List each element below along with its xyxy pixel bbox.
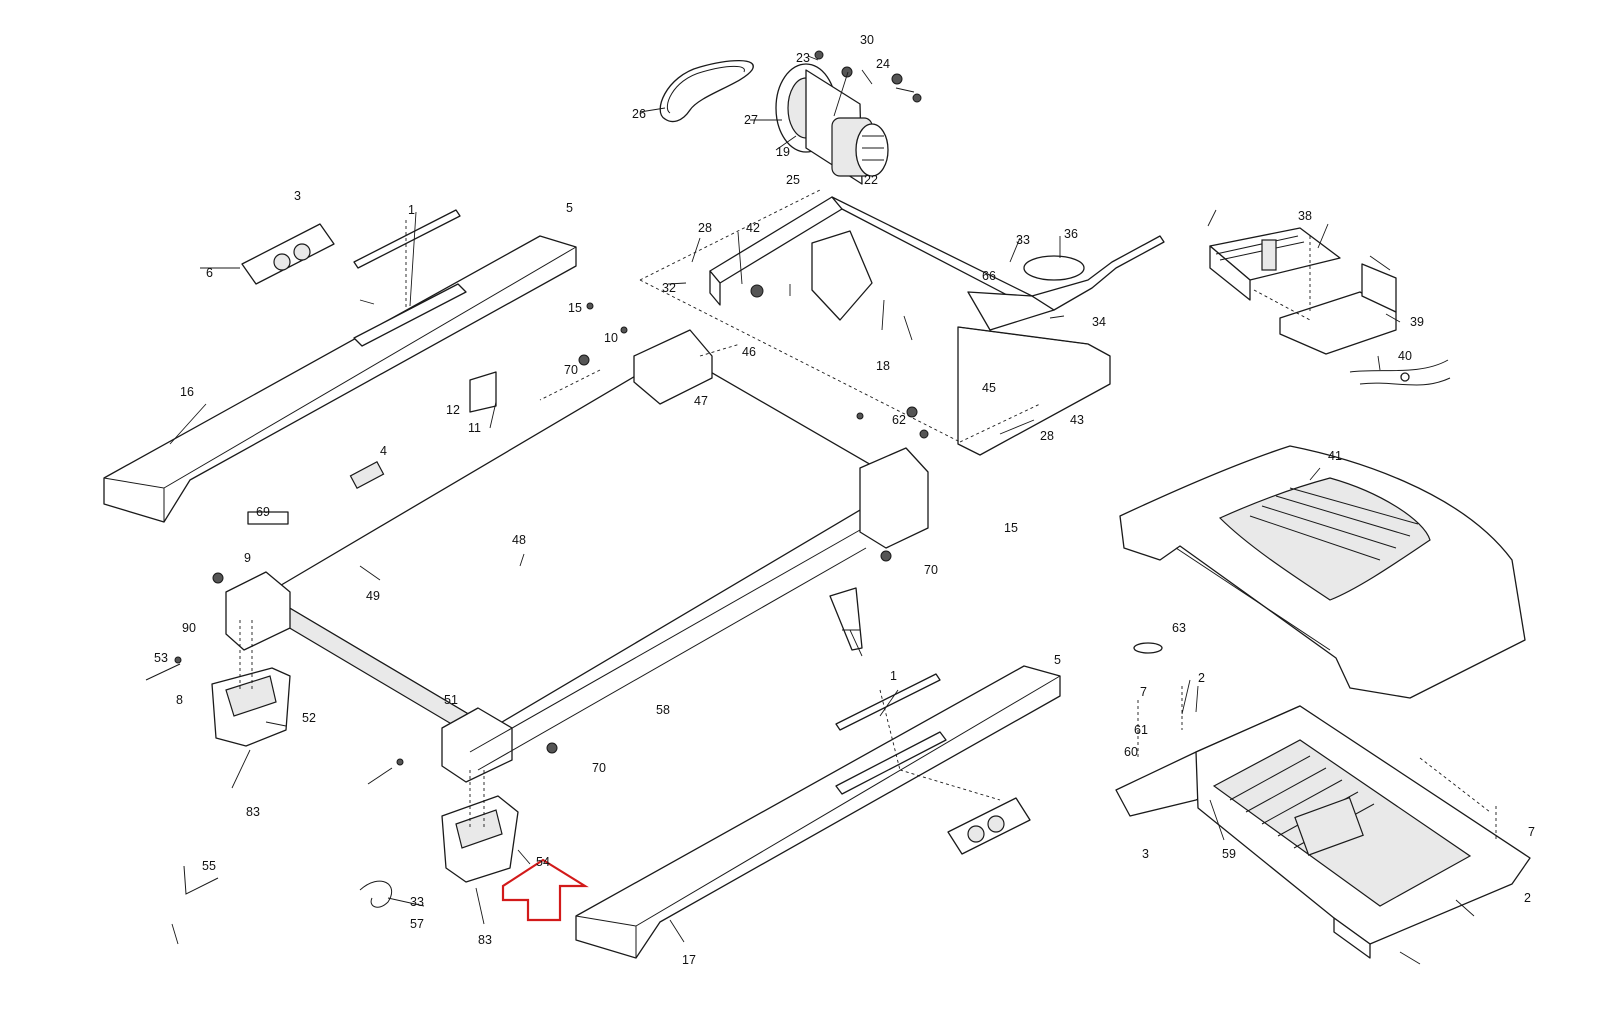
leader-lines <box>169 55 1475 965</box>
belt-part <box>659 60 754 123</box>
label-part-2b: 2 <box>1524 891 1531 905</box>
label-part-41: 41 <box>1328 449 1342 463</box>
part-labels: 1 1 2 3 4 5 6 7 8 9 10 11 12 15 16 17 18… <box>154 33 1535 967</box>
right-rail-part <box>575 665 1061 959</box>
frame-part <box>709 196 1165 456</box>
assembly-guides <box>239 189 1497 840</box>
label-part-3: 3 <box>294 189 301 203</box>
label-part-28b: 28 <box>1040 429 1054 443</box>
motor-hood-part <box>1119 445 1526 699</box>
label-part-11: 11 <box>468 421 481 435</box>
label-part-83b: 83 <box>478 933 492 947</box>
label-part-30: 30 <box>860 33 874 47</box>
label-part-59: 59 <box>1222 847 1236 861</box>
label-part-22: 22 <box>864 173 878 187</box>
label-part-42: 42 <box>746 221 760 235</box>
walking-belt-part <box>225 329 929 783</box>
label-part-61: 61 <box>1134 723 1148 737</box>
label-part-40: 40 <box>1398 349 1412 363</box>
label-part-15: 15 <box>568 301 582 315</box>
label-part-25: 25 <box>786 173 800 187</box>
label-part-15b: 15 <box>1004 521 1018 535</box>
label-part-24: 24 <box>876 57 890 71</box>
right-foot-cap-part <box>441 795 519 883</box>
label-part-70: 70 <box>564 363 578 377</box>
label-part-62: 62 <box>892 413 906 427</box>
label-part-19: 19 <box>776 145 790 159</box>
controller-board-part <box>1209 227 1451 386</box>
label-part-58: 58 <box>656 703 670 717</box>
label-part-47: 47 <box>694 394 708 408</box>
label-part-3b: 3 <box>1142 847 1149 861</box>
label-part-49: 49 <box>366 589 380 603</box>
label-part-16: 16 <box>180 385 194 399</box>
label-part-45: 45 <box>982 381 996 395</box>
label-part-10: 10 <box>604 331 618 345</box>
label-part-70c: 70 <box>592 761 606 775</box>
label-part-27: 27 <box>744 113 758 127</box>
label-part-5b: 5 <box>1054 653 1061 667</box>
small-parts <box>145 302 929 908</box>
label-part-69: 69 <box>256 505 270 519</box>
label-part-70b: 70 <box>924 563 938 577</box>
label-part-34: 34 <box>1092 315 1106 329</box>
label-part-1: 1 <box>408 203 415 217</box>
label-part-46: 46 <box>742 345 756 359</box>
highlight-arrow <box>501 858 589 922</box>
label-part-33b: 33 <box>410 895 424 909</box>
label-part-1b: 1 <box>890 669 897 683</box>
label-part-66: 66 <box>982 269 996 283</box>
label-part-9: 9 <box>244 551 251 565</box>
label-part-26: 26 <box>632 107 646 121</box>
label-part-5: 5 <box>566 201 573 215</box>
label-part-54: 54 <box>536 855 550 869</box>
label-part-7b: 7 <box>1528 825 1535 839</box>
label-part-48: 48 <box>512 533 526 547</box>
label-part-39: 39 <box>1410 315 1424 329</box>
left-foot-cap-part <box>211 667 291 747</box>
label-part-32: 32 <box>662 281 676 295</box>
label-part-55: 55 <box>202 859 216 873</box>
left-rail-part <box>103 209 577 523</box>
label-part-8: 8 <box>176 693 183 707</box>
motor-part <box>775 50 922 185</box>
label-part-23: 23 <box>796 51 810 65</box>
label-part-57: 57 <box>410 917 424 931</box>
label-part-60: 60 <box>1124 745 1138 759</box>
label-part-36: 36 <box>1064 227 1078 241</box>
label-part-4: 4 <box>380 444 387 458</box>
label-part-28: 28 <box>698 221 712 235</box>
label-part-18: 18 <box>876 359 890 373</box>
label-part-38: 38 <box>1298 209 1312 223</box>
label-part-17: 17 <box>682 953 696 967</box>
label-part-6: 6 <box>206 266 213 280</box>
label-part-33: 33 <box>1016 233 1030 247</box>
base-tray-part <box>1115 642 1531 959</box>
label-part-53: 53 <box>154 651 168 665</box>
label-part-63: 63 <box>1172 621 1186 635</box>
label-part-51: 51 <box>444 693 458 707</box>
label-part-83: 83 <box>246 805 260 819</box>
label-part-12: 12 <box>446 403 460 417</box>
label-part-52: 52 <box>302 711 316 725</box>
label-part-90: 90 <box>182 621 196 635</box>
label-part-7: 7 <box>1140 685 1147 699</box>
label-part-2: 2 <box>1198 671 1205 685</box>
label-part-43: 43 <box>1070 413 1084 427</box>
